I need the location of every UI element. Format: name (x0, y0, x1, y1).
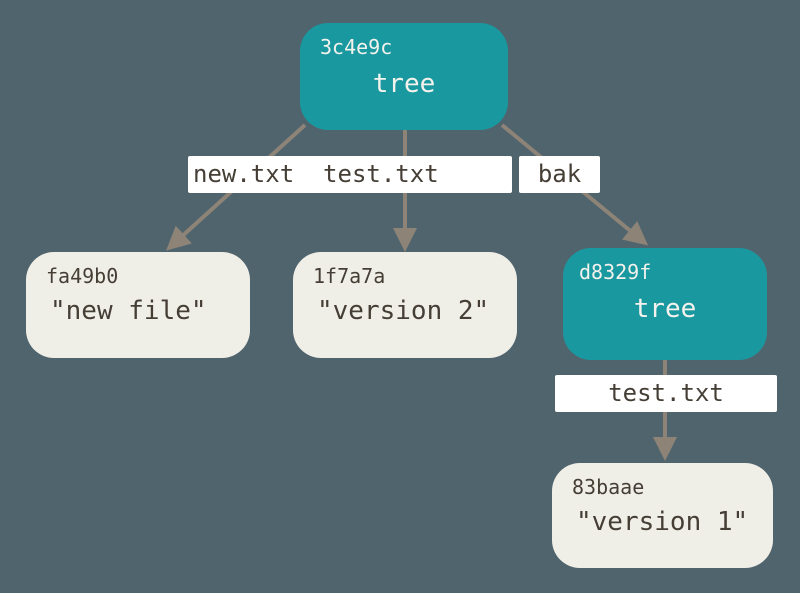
node-blob-new-file: fa49b0 "new file" (26, 252, 250, 358)
node-root-tree-type: tree (372, 69, 436, 99)
edge-label-test-txt: test.txt (555, 375, 777, 412)
node-blob-version-2: 1f7a7a "version 2" (293, 252, 517, 358)
node-blob-new-file-hash: fa49b0 (46, 264, 119, 288)
node-blob-version-1-content: "version 1" (576, 507, 749, 537)
node-blob-version-1-hash: 83baae (572, 475, 645, 499)
node-root-tree-hash: 3c4e9c (320, 35, 393, 59)
node-root-tree: 3c4e9c tree (300, 23, 508, 130)
node-sub-tree: d8329f tree (563, 248, 767, 360)
node-blob-new-file-content: "new file" (50, 296, 207, 326)
edge-label-root-entries: new.txt test.txt (188, 156, 512, 193)
edge-label-bak: bak (519, 156, 600, 193)
node-blob-version-2-hash: 1f7a7a (313, 264, 386, 288)
node-sub-tree-type: tree (633, 294, 697, 324)
node-sub-tree-hash: d8329f (579, 260, 652, 284)
node-blob-version-1: 83baae "version 1" (552, 463, 773, 568)
node-blob-version-2-content: "version 2" (317, 296, 490, 326)
